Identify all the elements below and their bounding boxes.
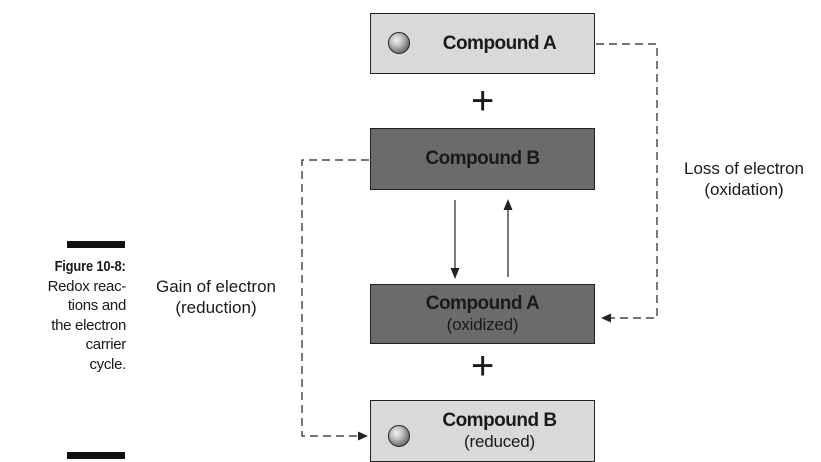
oxidized-state-label: (oxidized) — [446, 315, 519, 334]
compound-b-reduced-label: Compound B — [442, 410, 557, 431]
caption-line: cycle. — [89, 355, 126, 373]
compound-a-label: Compound A — [442, 32, 557, 54]
reduction-label: Gain of electron (reduction) — [134, 276, 298, 318]
oxidation-label: Loss of electron (oxidation) — [664, 158, 821, 200]
reduction-path — [301, 159, 369, 437]
caption-bottom-rule — [67, 452, 125, 459]
reduction-arrowhead — [358, 431, 368, 441]
oxidation-label-line: Loss of electron — [683, 159, 804, 178]
plus-sign: + — [471, 79, 495, 123]
compound-a-box: Compound A — [370, 13, 595, 74]
caption-line: carrier — [85, 336, 127, 353]
oxidation-path — [596, 43, 658, 319]
plus-sign: + — [471, 344, 495, 388]
electron-icon — [388, 32, 410, 54]
compound-b-reduced-box: Compound B (reduced) — [370, 400, 595, 462]
caption-line: the electron — [51, 316, 126, 334]
compound-a-oxidized-box: Compound A (oxidized) — [370, 284, 595, 344]
figure-caption: Figure 10-8: Redox reac- tions and the e… — [0, 257, 127, 374]
compound-b-label: Compound B — [425, 148, 540, 169]
oxidation-label-line: (oxidation) — [704, 180, 784, 199]
reduction-label-line: Gain of electron — [155, 277, 276, 296]
electron-icon — [388, 425, 410, 447]
caption-line: tions and — [67, 297, 126, 314]
up-arrowhead — [503, 199, 513, 210]
compound-a-oxidized-label: Compound A — [425, 293, 540, 314]
down-arrowhead — [450, 268, 460, 279]
caption-line: Redox reac- — [47, 277, 127, 295]
figure-label: Figure 10-8: — [54, 258, 126, 275]
caption-top-rule — [67, 241, 125, 248]
compound-b-box: Compound B — [370, 128, 595, 190]
reduction-label-line: (reduction) — [175, 298, 257, 317]
reduced-state-label: (reduced) — [464, 432, 535, 451]
oxidation-arrowhead — [601, 313, 611, 323]
